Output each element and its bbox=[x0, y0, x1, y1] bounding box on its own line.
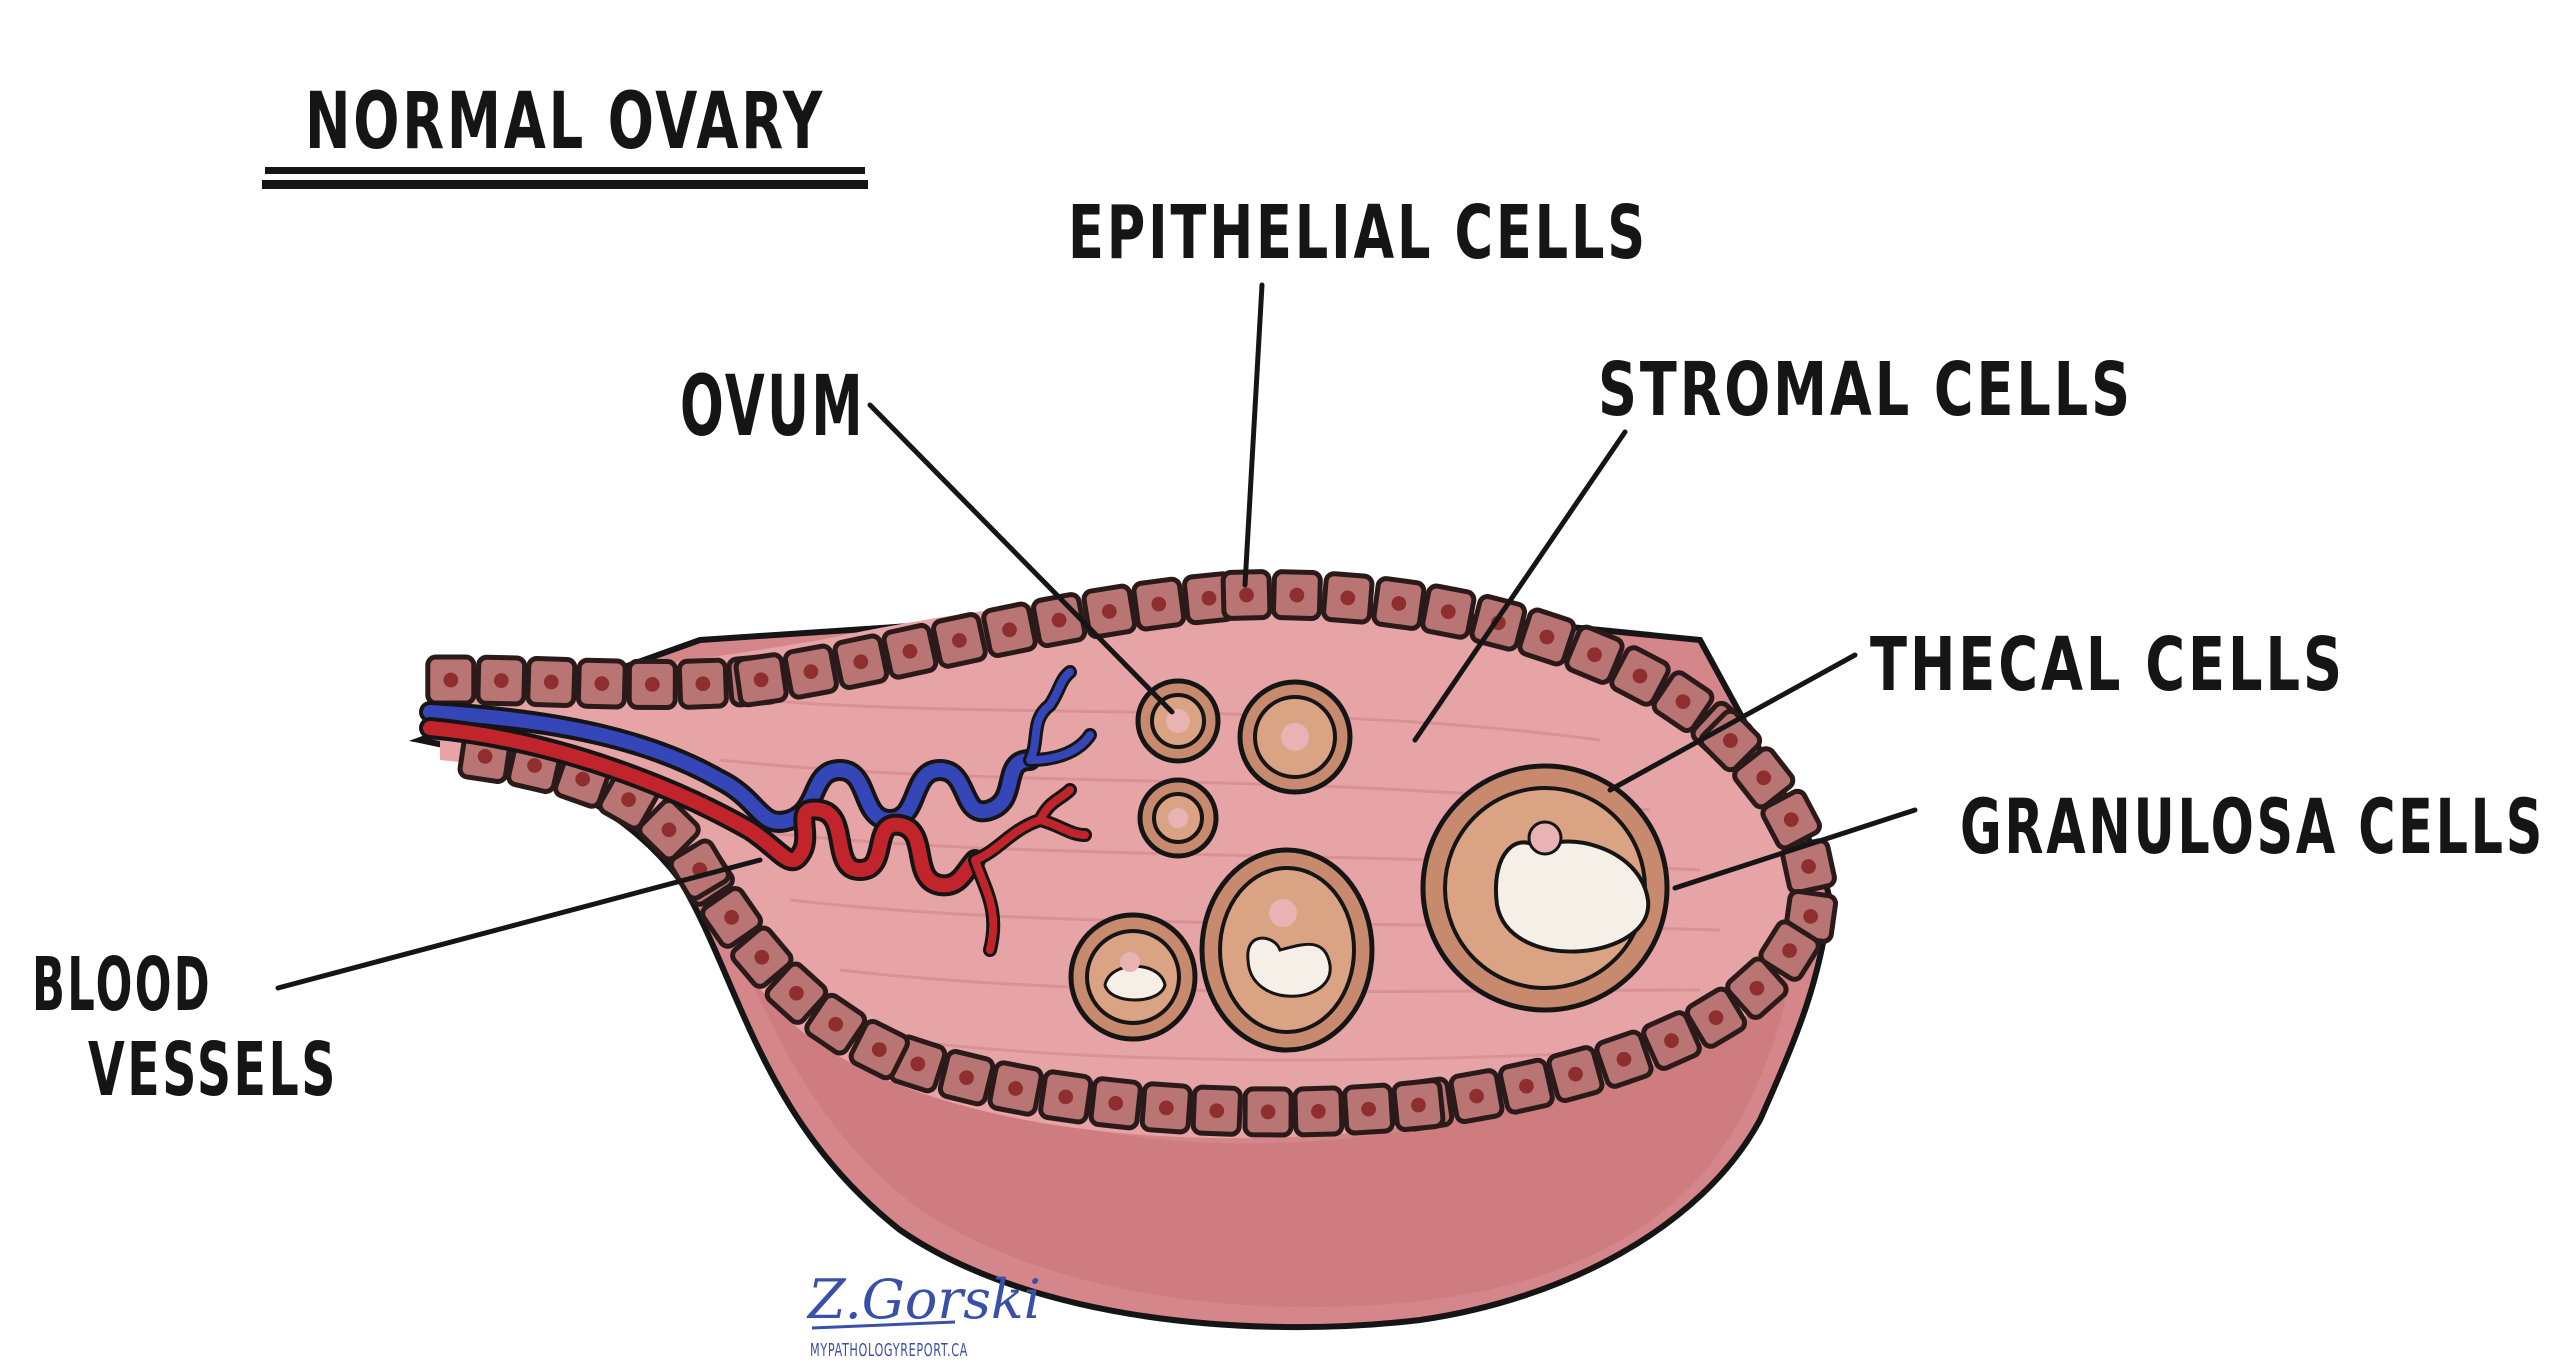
signature: Z.Gorski MYPATHOLOGYREPORT.CA bbox=[806, 1268, 1041, 1361]
follicle-primordial-2 bbox=[1237, 679, 1353, 795]
follicle-secondary-large bbox=[1199, 847, 1375, 1053]
leader-thecal bbox=[1607, 652, 1858, 793]
title-underline-bottom bbox=[262, 180, 868, 189]
epithelial-cell bbox=[1609, 645, 1671, 707]
leader-blood-vessels bbox=[275, 857, 763, 991]
epithelial-cell-layer bbox=[425, 569, 1839, 1138]
epithelial-cell bbox=[1391, 1078, 1446, 1133]
epithelial-cell bbox=[832, 633, 890, 691]
epithelial-cell bbox=[1546, 1045, 1605, 1104]
epithelial-cell bbox=[1038, 1069, 1094, 1125]
blood-vessels bbox=[419, 665, 1097, 957]
label-ovum: OVUM bbox=[680, 357, 865, 455]
epithelial-cell bbox=[626, 658, 678, 710]
epithelial-cell bbox=[848, 1018, 910, 1081]
label-epithelial-cells: EPITHELIAL CELLS bbox=[1068, 190, 1648, 276]
epithelial-cell bbox=[475, 654, 528, 707]
vein bbox=[419, 665, 1097, 833]
ovary-front-face bbox=[700, 860, 1790, 1308]
artery bbox=[419, 717, 1092, 957]
epithelial-cell bbox=[1651, 670, 1715, 733]
epithelial-cell bbox=[1760, 788, 1822, 851]
epithelial-cell bbox=[1725, 956, 1789, 1020]
epithelial-cell bbox=[637, 798, 701, 862]
epithelial-cell bbox=[1448, 1068, 1505, 1124]
epithelial-cell bbox=[1242, 1086, 1294, 1138]
epithelial-cell bbox=[931, 612, 988, 669]
epithelial-cell bbox=[881, 622, 939, 680]
labels: EPITHELIAL CELLS OVUM STROMAL CELLS THEC… bbox=[32, 190, 2545, 1113]
label-stromal-cells: STROMAL CELLS bbox=[1598, 347, 2133, 433]
epithelial-cell bbox=[1758, 919, 1821, 982]
epithelial-cell bbox=[1139, 1081, 1193, 1135]
label-granulosa-cells: GRANULOSA CELLS bbox=[1960, 782, 2545, 871]
epithelial-cell bbox=[700, 886, 763, 949]
epithelial-cell bbox=[1698, 708, 1763, 773]
epithelial-cell bbox=[1342, 1082, 1396, 1136]
epithelial-cell bbox=[1081, 583, 1138, 640]
label-thecal-cells: THECAL CELLS bbox=[1870, 622, 2345, 708]
epithelial-cell bbox=[782, 643, 839, 700]
epithelial-cell bbox=[676, 657, 729, 710]
epithelial-cell bbox=[981, 601, 1038, 659]
epithelial-cell bbox=[1564, 624, 1625, 685]
epithelial-cell bbox=[1088, 1076, 1143, 1131]
epithelial-cell bbox=[987, 1060, 1044, 1117]
epithelial-cell bbox=[733, 652, 789, 708]
epithelial-cell bbox=[1641, 1010, 1702, 1071]
signature-underline bbox=[811, 1320, 956, 1330]
leader-ovum bbox=[867, 402, 1175, 715]
epithelial-cell bbox=[1031, 592, 1088, 649]
epithelial-cell bbox=[1594, 1029, 1654, 1089]
epithelial-cell bbox=[1131, 576, 1187, 632]
epithelial-cell bbox=[1321, 571, 1375, 625]
leader-epithelial bbox=[1242, 282, 1265, 588]
epithelial-cell bbox=[1732, 746, 1796, 810]
epithelial-cell bbox=[1684, 986, 1748, 1049]
signature-site: MYPATHOLOGYREPORT.CA bbox=[810, 1340, 968, 1361]
epithelial-cell bbox=[804, 992, 868, 1056]
epithelial-cell bbox=[1420, 583, 1477, 640]
label-blood-line-1: BLOOD bbox=[32, 942, 212, 1028]
epithelial-cell bbox=[764, 961, 829, 1025]
follicle-antral bbox=[1420, 763, 1670, 1013]
epithelial-cell bbox=[1517, 607, 1577, 667]
label-blood-line-2: VESSELS bbox=[88, 1027, 338, 1113]
epithelial-cell bbox=[1292, 1085, 1345, 1138]
epithelial-cell bbox=[1190, 1084, 1243, 1137]
epithelial-cell bbox=[1371, 576, 1427, 631]
leader-lines bbox=[275, 282, 1918, 991]
epithelial-cell bbox=[525, 656, 578, 708]
epithelial-cell bbox=[1270, 569, 1323, 622]
follicle-primordial-3 bbox=[1137, 777, 1219, 859]
ovary bbox=[408, 569, 1839, 1331]
epithelial-cell bbox=[937, 1049, 996, 1107]
epithelial-cell bbox=[1220, 569, 1273, 621]
epithelial-cell bbox=[1780, 838, 1837, 895]
epithelial-cell bbox=[730, 925, 794, 989]
signature-name: Z.Gorski bbox=[806, 1268, 1041, 1331]
title-underline-top bbox=[265, 167, 865, 174]
epithelial-cell bbox=[425, 654, 477, 706]
leader-granulosa bbox=[1672, 807, 1918, 891]
epithelial-cell bbox=[1498, 1057, 1555, 1115]
follicle-secondary-small bbox=[1068, 912, 1198, 1042]
diagram-title: NORMAL OVARY bbox=[305, 77, 825, 167]
epithelial-cell bbox=[575, 657, 628, 710]
follicles bbox=[1068, 678, 1670, 1053]
title-group: NORMAL OVARY bbox=[262, 77, 868, 189]
leader-stromal bbox=[1412, 429, 1628, 743]
